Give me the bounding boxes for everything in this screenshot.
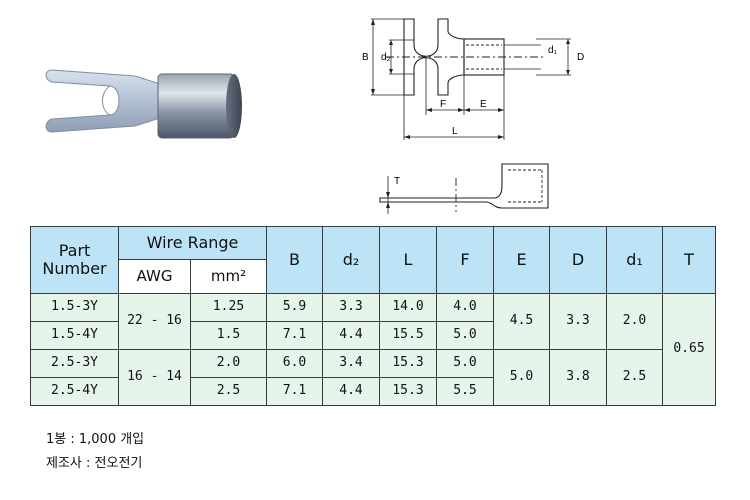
cell-d2: 4.4 [322, 321, 380, 350]
label-f: F [440, 99, 446, 110]
cell-part: 1.5-3Y [30, 293, 119, 322]
side-view-drawing: T [379, 163, 549, 214]
label-d1: d₁ [548, 45, 558, 56]
cell-awg: 16 - 14 [118, 349, 191, 406]
label-d2: d₂ [381, 52, 391, 63]
header-f: F [436, 226, 494, 294]
cell-l: 15.3 [379, 349, 437, 378]
label-l: L [452, 126, 458, 137]
cell-e: 5.0 [493, 349, 550, 406]
cell-b: 6.0 [266, 349, 323, 378]
cell-part: 1.5-4Y [30, 321, 119, 350]
cell-d2: 3.3 [322, 293, 380, 322]
cell-b: 7.1 [266, 377, 323, 406]
top-view-drawing: B d₂ d₁ D F E L [362, 18, 584, 140]
label-d: D [577, 52, 584, 63]
cell-part: 2.5-4Y [30, 377, 119, 406]
table-row: 2.5-3Y 16 - 14 2.0 6.0 3.4 15.3 5.0 5.0 … [30, 349, 716, 406]
cell-d2: 4.4 [322, 377, 380, 406]
table-row: 2.5-4Y 2.5 7.1 4.4 15.3 5.5 [30, 377, 716, 406]
label-b: B [362, 52, 369, 63]
cell-f: 5.0 [436, 321, 494, 350]
cell-d2: 3.4 [322, 349, 380, 378]
cell-d1: 2.0 [606, 293, 663, 350]
cell-b: 7.1 [266, 321, 323, 350]
note-quantity: 1봉 : 1,000 개입 [46, 432, 145, 447]
cell-f: 5.0 [436, 349, 494, 378]
cell-mm2: 1.25 [190, 293, 267, 322]
header-awg: AWG [118, 259, 191, 294]
table-row: 1.5-3Y 22 - 16 1.25 5.9 3.3 14.0 4.0 4.5… [30, 293, 716, 406]
cell-f: 5.5 [436, 377, 494, 406]
label-e: E [480, 99, 487, 110]
header-mm2: mm² [190, 259, 267, 294]
header-wire-range: Wire Range [118, 226, 267, 260]
cell-t: 0.65 [662, 293, 716, 406]
header-e: E [493, 226, 550, 294]
product-photo [45, 69, 242, 139]
cell-b: 5.9 [266, 293, 323, 322]
cell-mm2: 2.0 [190, 349, 267, 378]
header-b: B [266, 226, 323, 294]
notes: 1봉 : 1,000 개입 제조사 : 전오전기 [46, 428, 144, 476]
cell-d1: 2.5 [606, 349, 663, 406]
cell-mm2: 2.5 [190, 377, 267, 406]
table-row: 1.5-4Y 1.5 7.1 4.4 15.5 5.0 [30, 321, 716, 350]
cell-part: 2.5-3Y [30, 349, 119, 378]
cell-l: 15.3 [379, 377, 437, 406]
cell-f: 4.0 [436, 293, 494, 322]
cell-awg: 22 - 16 [118, 293, 191, 350]
cell-d: 3.3 [549, 293, 607, 350]
label-t: T [394, 176, 400, 187]
header-d2: d₂ [322, 226, 380, 294]
note-maker: 제조사 : 전오전기 [46, 456, 143, 471]
header-part-number: Part Number [30, 226, 119, 294]
cell-d: 3.8 [549, 349, 607, 406]
cell-l: 15.5 [379, 321, 437, 350]
cell-mm2: 1.5 [190, 321, 267, 350]
spec-table: Part Number Wire Range B d₂ L F E D d₁ T… [30, 226, 716, 406]
header-d1: d₁ [606, 226, 663, 294]
header-t: T [662, 226, 716, 294]
header-d: D [549, 226, 607, 294]
header-l: L [379, 226, 437, 294]
cell-l: 14.0 [379, 293, 437, 322]
cell-e: 4.5 [493, 293, 550, 350]
